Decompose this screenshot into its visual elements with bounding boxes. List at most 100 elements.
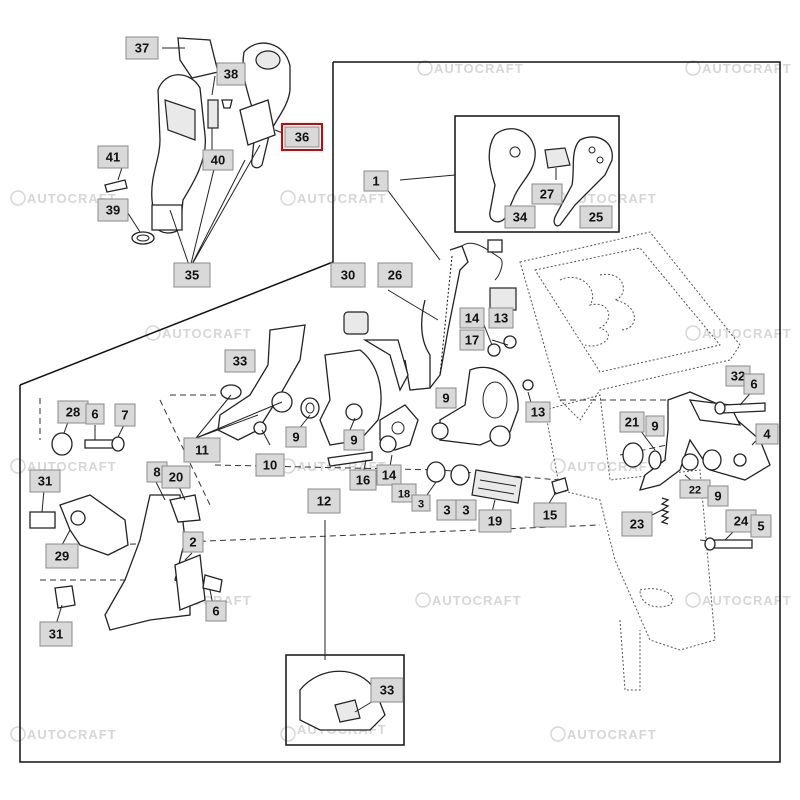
callout-number: 19 bbox=[488, 514, 502, 529]
callout-box bbox=[183, 437, 221, 463]
callout-25[interactable]: 25 bbox=[579, 205, 613, 229]
callout-box bbox=[478, 509, 512, 533]
callout-1[interactable]: 1 bbox=[363, 170, 389, 192]
callout-number: 3 bbox=[418, 499, 424, 511]
callout-number: 30 bbox=[341, 268, 355, 283]
roller-3b bbox=[450, 464, 470, 486]
callout-15[interactable]: 15 bbox=[533, 502, 567, 528]
callout-7[interactable]: 7 bbox=[114, 403, 136, 427]
callout-26[interactable]: 26 bbox=[377, 262, 413, 288]
callout-14[interactable]: 14 bbox=[376, 464, 402, 486]
callout-9[interactable]: 9 bbox=[343, 429, 365, 451]
callout-21[interactable]: 21 bbox=[619, 411, 645, 433]
chassis-outline bbox=[519, 231, 741, 691]
callout-number: 40 bbox=[211, 153, 225, 168]
callout-number: 26 bbox=[388, 268, 402, 283]
callout-box bbox=[531, 183, 563, 205]
handle-grip-assembly bbox=[104, 37, 291, 269]
bolt-6-left bbox=[84, 439, 114, 449]
callout-23[interactable]: 23 bbox=[621, 511, 653, 537]
callout-box bbox=[579, 205, 613, 229]
callout-9[interactable]: 9 bbox=[285, 426, 307, 448]
nut-13-right bbox=[522, 379, 534, 391]
callout-number: 23 bbox=[630, 517, 644, 532]
callout-5[interactable]: 5 bbox=[750, 514, 772, 538]
callout-number: 11 bbox=[195, 443, 209, 458]
callout-number: 20 bbox=[169, 470, 183, 485]
callout-33[interactable]: 33 bbox=[224, 349, 256, 373]
callout-2[interactable]: 2 bbox=[182, 531, 204, 553]
callout-34[interactable]: 34 bbox=[504, 205, 536, 229]
callout-31[interactable]: 31 bbox=[39, 621, 73, 647]
callout-6[interactable]: 6 bbox=[743, 373, 765, 395]
harness-bracket bbox=[362, 339, 409, 392]
callout-14[interactable]: 14 bbox=[459, 307, 485, 329]
watermark-layer: AUTOCRAFT AUTOCRAFT AUTOCRAFT AUTOCRAFT … bbox=[10, 60, 791, 742]
callout-9[interactable]: 9 bbox=[435, 387, 457, 409]
svg-text:AUTOCRAFT: AUTOCRAFT bbox=[567, 191, 657, 206]
bushing-4 bbox=[702, 449, 722, 471]
callout-31[interactable]: 31 bbox=[29, 469, 61, 493]
callout-27[interactable]: 27 bbox=[531, 183, 563, 205]
bolt-6-right bbox=[722, 402, 766, 414]
callout-17[interactable]: 17 bbox=[459, 329, 485, 351]
callout-37[interactable]: 37 bbox=[125, 36, 159, 60]
callout-16[interactable]: 16 bbox=[349, 469, 377, 491]
callout-24[interactable]: 24 bbox=[725, 509, 757, 533]
washer-9-center bbox=[379, 435, 397, 453]
callout-28[interactable]: 28 bbox=[57, 400, 89, 424]
grip-clip-40 bbox=[207, 99, 219, 129]
shift-lever-plate-33 bbox=[217, 324, 306, 441]
callout-number: 25 bbox=[589, 210, 603, 225]
callout-20[interactable]: 20 bbox=[161, 465, 191, 489]
bushing-33 bbox=[220, 384, 242, 400]
callout-number: 9 bbox=[350, 433, 357, 448]
callout-40[interactable]: 40 bbox=[202, 149, 234, 171]
lever-detail-parts bbox=[488, 128, 613, 227]
callout-33[interactable]: 33 bbox=[370, 677, 404, 703]
callout-39[interactable]: 39 bbox=[97, 198, 129, 222]
callout-number: 7 bbox=[121, 408, 128, 423]
callout-box bbox=[173, 262, 211, 288]
callout-38[interactable]: 38 bbox=[216, 62, 246, 86]
callout-9[interactable]: 9 bbox=[707, 485, 729, 507]
callout-4[interactable]: 4 bbox=[755, 423, 779, 445]
callout-6[interactable]: 6 bbox=[85, 403, 105, 425]
callout-box bbox=[376, 464, 402, 486]
callout-box bbox=[285, 426, 307, 448]
callout-number: 3 bbox=[462, 503, 469, 518]
callout-box bbox=[97, 198, 129, 222]
callout-10[interactable]: 10 bbox=[255, 453, 285, 477]
callout-box bbox=[255, 453, 285, 477]
callout-22[interactable]: 22 bbox=[679, 479, 711, 499]
callout-number: 1 bbox=[372, 174, 379, 189]
callout-11[interactable]: 11 bbox=[183, 437, 221, 463]
callout-36-selected[interactable]: 36 bbox=[281, 123, 323, 151]
bushing-30 bbox=[343, 311, 369, 335]
callout-3[interactable]: 3 bbox=[436, 499, 458, 521]
callout-box bbox=[707, 485, 729, 507]
callout-box bbox=[435, 387, 457, 409]
callout-9[interactable]: 9 bbox=[645, 415, 665, 437]
callout-number: 24 bbox=[734, 514, 749, 529]
callout-13[interactable]: 13 bbox=[525, 401, 551, 423]
callout-3[interactable]: 3 bbox=[411, 494, 431, 512]
svg-text:AUTOCRAFT: AUTOCRAFT bbox=[27, 727, 117, 742]
washer-9-far-right bbox=[648, 450, 662, 470]
callout-41[interactable]: 41 bbox=[97, 145, 129, 169]
callout-29[interactable]: 29 bbox=[45, 543, 79, 569]
watermark: AUTOCRAFT bbox=[550, 726, 656, 742]
callout-12[interactable]: 12 bbox=[307, 488, 341, 514]
callout-3[interactable]: 3 bbox=[455, 499, 477, 521]
callout-6[interactable]: 6 bbox=[205, 600, 227, 622]
callout-number: 4 bbox=[763, 427, 771, 442]
callout-13[interactable]: 13 bbox=[488, 307, 514, 329]
callout-18[interactable]: 18 bbox=[391, 483, 417, 503]
callout-30[interactable]: 30 bbox=[330, 262, 366, 288]
callout-box bbox=[29, 469, 61, 493]
callout-35[interactable]: 35 bbox=[173, 262, 211, 288]
callout-box bbox=[202, 149, 234, 171]
callout-19[interactable]: 19 bbox=[478, 509, 512, 533]
washer-24 bbox=[704, 537, 716, 551]
